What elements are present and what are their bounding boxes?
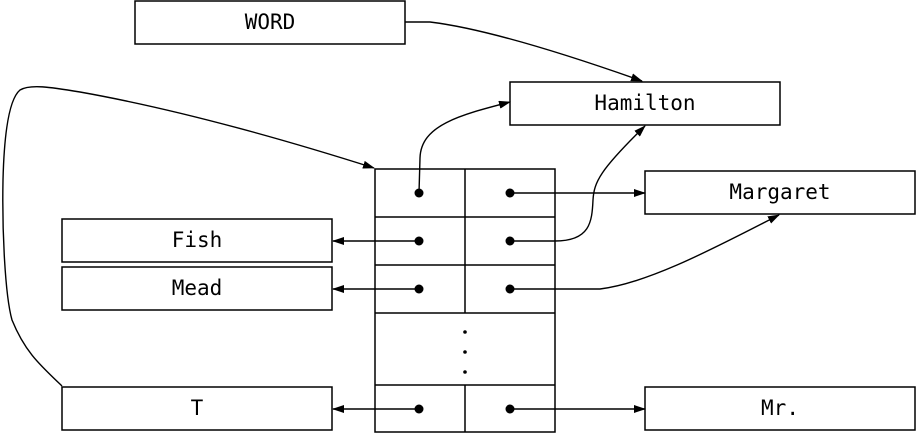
node-t-label: T [191,396,204,420]
arrow-t-to-table [2,85,375,387]
node-margaret-label: Margaret [729,180,830,204]
arrow-r1c1-to-hamilton [418,100,511,194]
arrow-r2c2-to-hamilton [510,125,646,242]
node-t: T [61,386,333,431]
node-word-label: WORD [245,10,296,34]
arrow-word-to-hamilton [405,21,643,82]
node-mead: Mead [61,266,333,311]
node-mr: Mr. [644,386,916,431]
node-mr-label: Mr. [761,396,799,420]
node-margaret: Margaret [644,170,916,215]
pointer-table [374,168,556,433]
node-mead-label: Mead [172,276,223,300]
node-word: WORD [134,0,406,45]
node-fish: Fish [61,218,333,263]
node-hamilton: Hamilton [509,81,781,126]
node-fish-label: Fish [172,228,223,252]
arrow-r3c2-to-margaret [510,214,780,290]
table-ellipsis [463,330,467,374]
node-hamilton-label: Hamilton [594,91,695,115]
